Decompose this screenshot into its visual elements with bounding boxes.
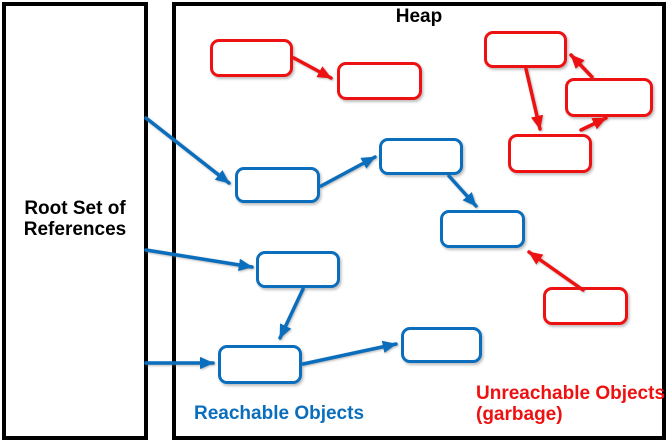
reachable-objects-label: Reachable Objects [194, 403, 365, 424]
arrow-root-to-reachable-4 [144, 248, 254, 272]
root-set-label-line2: References [23, 219, 127, 240]
unreachable-objects-label: Unreachable Objects (garbage) [476, 383, 665, 425]
object-node-reachable-4 [256, 251, 340, 288]
arrow-reachable-1-to-reachable-2 [319, 155, 377, 188]
arrow-root-to-reachable-1 [144, 116, 231, 185]
object-node-reachable-1 [235, 167, 320, 203]
unreachable-objects-label-line2: (garbage) [476, 404, 563, 425]
root-set-box [2, 2, 148, 440]
object-node-unreachable-2 [337, 62, 422, 100]
unreachable-objects-label-line1: Unreachable Objects [476, 383, 666, 404]
object-node-unreachable-5 [565, 78, 653, 117]
object-node-unreachable-3 [484, 31, 567, 68]
object-node-reachable-3 [440, 210, 525, 248]
object-node-unreachable-4 [508, 134, 592, 173]
root-set-label: Root Set of References [2, 198, 148, 240]
arrow-unreachable-6-to-reachable-3 [527, 250, 585, 292]
arrow-reachable-6-to-reachable-5 [301, 340, 398, 366]
arrow-unreachable-3-to-unreachable-4 [524, 67, 544, 131]
object-node-reachable-6 [218, 345, 302, 384]
heap-title: Heap [395, 6, 443, 27]
object-node-unreachable-1 [210, 39, 293, 77]
object-node-reachable-5 [401, 327, 482, 363]
arrow-reachable-4-to-reachable-6 [278, 287, 305, 340]
root-set-label-line1: Root Set of [24, 198, 126, 219]
arrow-unreachable-4-to-unreachable-5 [579, 116, 608, 132]
object-node-unreachable-6 [543, 287, 628, 325]
arrow-unreachable-5-to-unreachable-3 [569, 53, 594, 79]
arrow-unreachable-1-to-unreachable-2 [292, 56, 333, 80]
arrow-reachable-2-to-reachable-3 [447, 174, 478, 208]
object-node-reachable-2 [379, 138, 463, 175]
